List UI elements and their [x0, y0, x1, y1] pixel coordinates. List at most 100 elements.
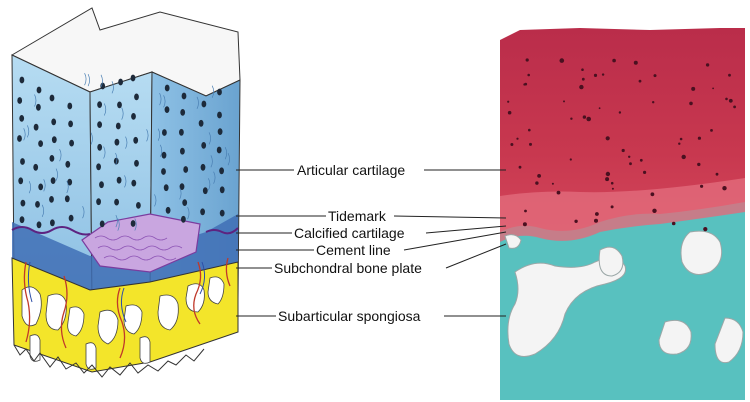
histology-cell	[611, 187, 614, 190]
tidemark-sheet-texture	[94, 235, 183, 261]
label-group: Articular cartilage Tidemark Calcified c…	[236, 162, 507, 324]
chondrocyte-cells	[17, 74, 225, 229]
histology-cell	[510, 143, 514, 146]
histology-cell	[679, 137, 683, 141]
histology-cell	[525, 58, 529, 62]
collagen-fibre	[159, 144, 163, 157]
chondrocyte	[130, 74, 136, 82]
histology-cell	[681, 154, 686, 160]
chondrocyte	[161, 151, 167, 159]
histology-cell	[579, 84, 584, 90]
label-subarticular-spongiosa: Subarticular spongiosa	[278, 308, 421, 324]
chondrocyte	[216, 146, 222, 154]
collagen-fibre	[87, 73, 90, 87]
chondrocyte	[180, 109, 186, 116]
collagen-fibre	[227, 153, 230, 166]
histology-cell	[581, 77, 585, 81]
chondrocyte	[163, 184, 169, 192]
collagen-fibre	[213, 171, 216, 184]
chondrocyte	[116, 176, 122, 184]
chondrocyte	[51, 136, 57, 144]
histology-cell	[586, 116, 591, 122]
calcified-band	[12, 214, 238, 290]
histology-cell	[610, 181, 614, 185]
chondrocyte	[50, 219, 55, 227]
histology-cell	[697, 136, 702, 140]
collagen-fibre	[187, 207, 190, 220]
collagen-fibre	[59, 149, 62, 162]
chondrocyte	[198, 119, 204, 127]
chondrocyte	[201, 100, 207, 108]
histology-cell	[605, 171, 611, 177]
chondrocyte	[200, 208, 206, 216]
blood-vessels	[23, 257, 231, 359]
chondrocyte	[97, 121, 102, 128]
chondrocyte	[217, 128, 223, 136]
histology-cell	[671, 221, 676, 226]
histology-cell	[639, 158, 643, 162]
chondrocyte	[181, 215, 186, 223]
histology-cell	[652, 101, 655, 104]
histology-cell	[638, 79, 642, 83]
histology-cell	[605, 136, 610, 141]
block-bottom-edge	[13, 344, 205, 378]
chondrocyte	[33, 123, 39, 131]
chondrocyte	[219, 209, 225, 217]
histology-cell	[593, 73, 598, 77]
histology-cell	[601, 73, 605, 76]
chondrocyte	[19, 115, 25, 122]
chondrocyte	[130, 220, 136, 227]
chondrocyte	[115, 122, 121, 130]
histology-cell	[582, 115, 587, 119]
chondrocyte	[179, 128, 184, 136]
collagen-fibre	[121, 107, 124, 120]
collagen-fibres	[23, 73, 230, 231]
tidemark-sheet	[81, 213, 201, 273]
histology-cell	[733, 105, 736, 109]
chondrocyte	[69, 139, 74, 147]
histology-cell	[700, 184, 704, 188]
histology-cell	[595, 212, 599, 216]
chondrocyte	[19, 76, 25, 84]
chondrocyte	[35, 201, 40, 208]
collagen-fibre	[208, 178, 211, 191]
chondrocyte	[50, 177, 56, 185]
chondrocyte	[217, 88, 222, 96]
histology-cell	[556, 190, 561, 195]
chondrocyte	[200, 163, 206, 171]
chondrocyte	[68, 214, 74, 222]
collagen-fibre	[224, 147, 228, 160]
collagen-fibre	[82, 206, 85, 219]
chondrocyte	[64, 195, 70, 203]
chondrocyte	[118, 78, 123, 86]
histology-cell	[507, 100, 510, 103]
chondrocyte	[133, 136, 139, 144]
histology-cell	[523, 83, 526, 86]
collagen-fibre	[146, 129, 149, 142]
chondrocyte	[165, 206, 171, 214]
chondrocyte	[202, 187, 208, 195]
chondrocyte	[19, 216, 25, 224]
collagen-fibre	[103, 103, 107, 116]
histology-cell	[691, 86, 696, 91]
histology-cell	[652, 208, 657, 213]
chondrocyte	[136, 202, 141, 209]
histology-cell	[563, 100, 565, 103]
histology-cell	[574, 219, 578, 223]
histology-cell	[712, 87, 714, 90]
cartilage-block-illustration	[10, 7, 241, 378]
chondrocyte	[114, 138, 120, 146]
histology-cell	[705, 63, 710, 67]
chondrocyte	[49, 196, 54, 203]
collagen-fibre	[55, 168, 58, 181]
chondrocyte	[181, 92, 187, 100]
chondrocyte	[161, 168, 166, 175]
chondrocyte	[67, 178, 73, 186]
blood-vessels-blue	[27, 261, 206, 323]
chondrocyte	[20, 199, 26, 207]
histology-cell	[605, 177, 610, 182]
histology-cell	[569, 158, 572, 161]
histology-cell	[629, 162, 632, 166]
chondrocyte	[134, 93, 139, 101]
chondrocyte	[183, 166, 189, 173]
